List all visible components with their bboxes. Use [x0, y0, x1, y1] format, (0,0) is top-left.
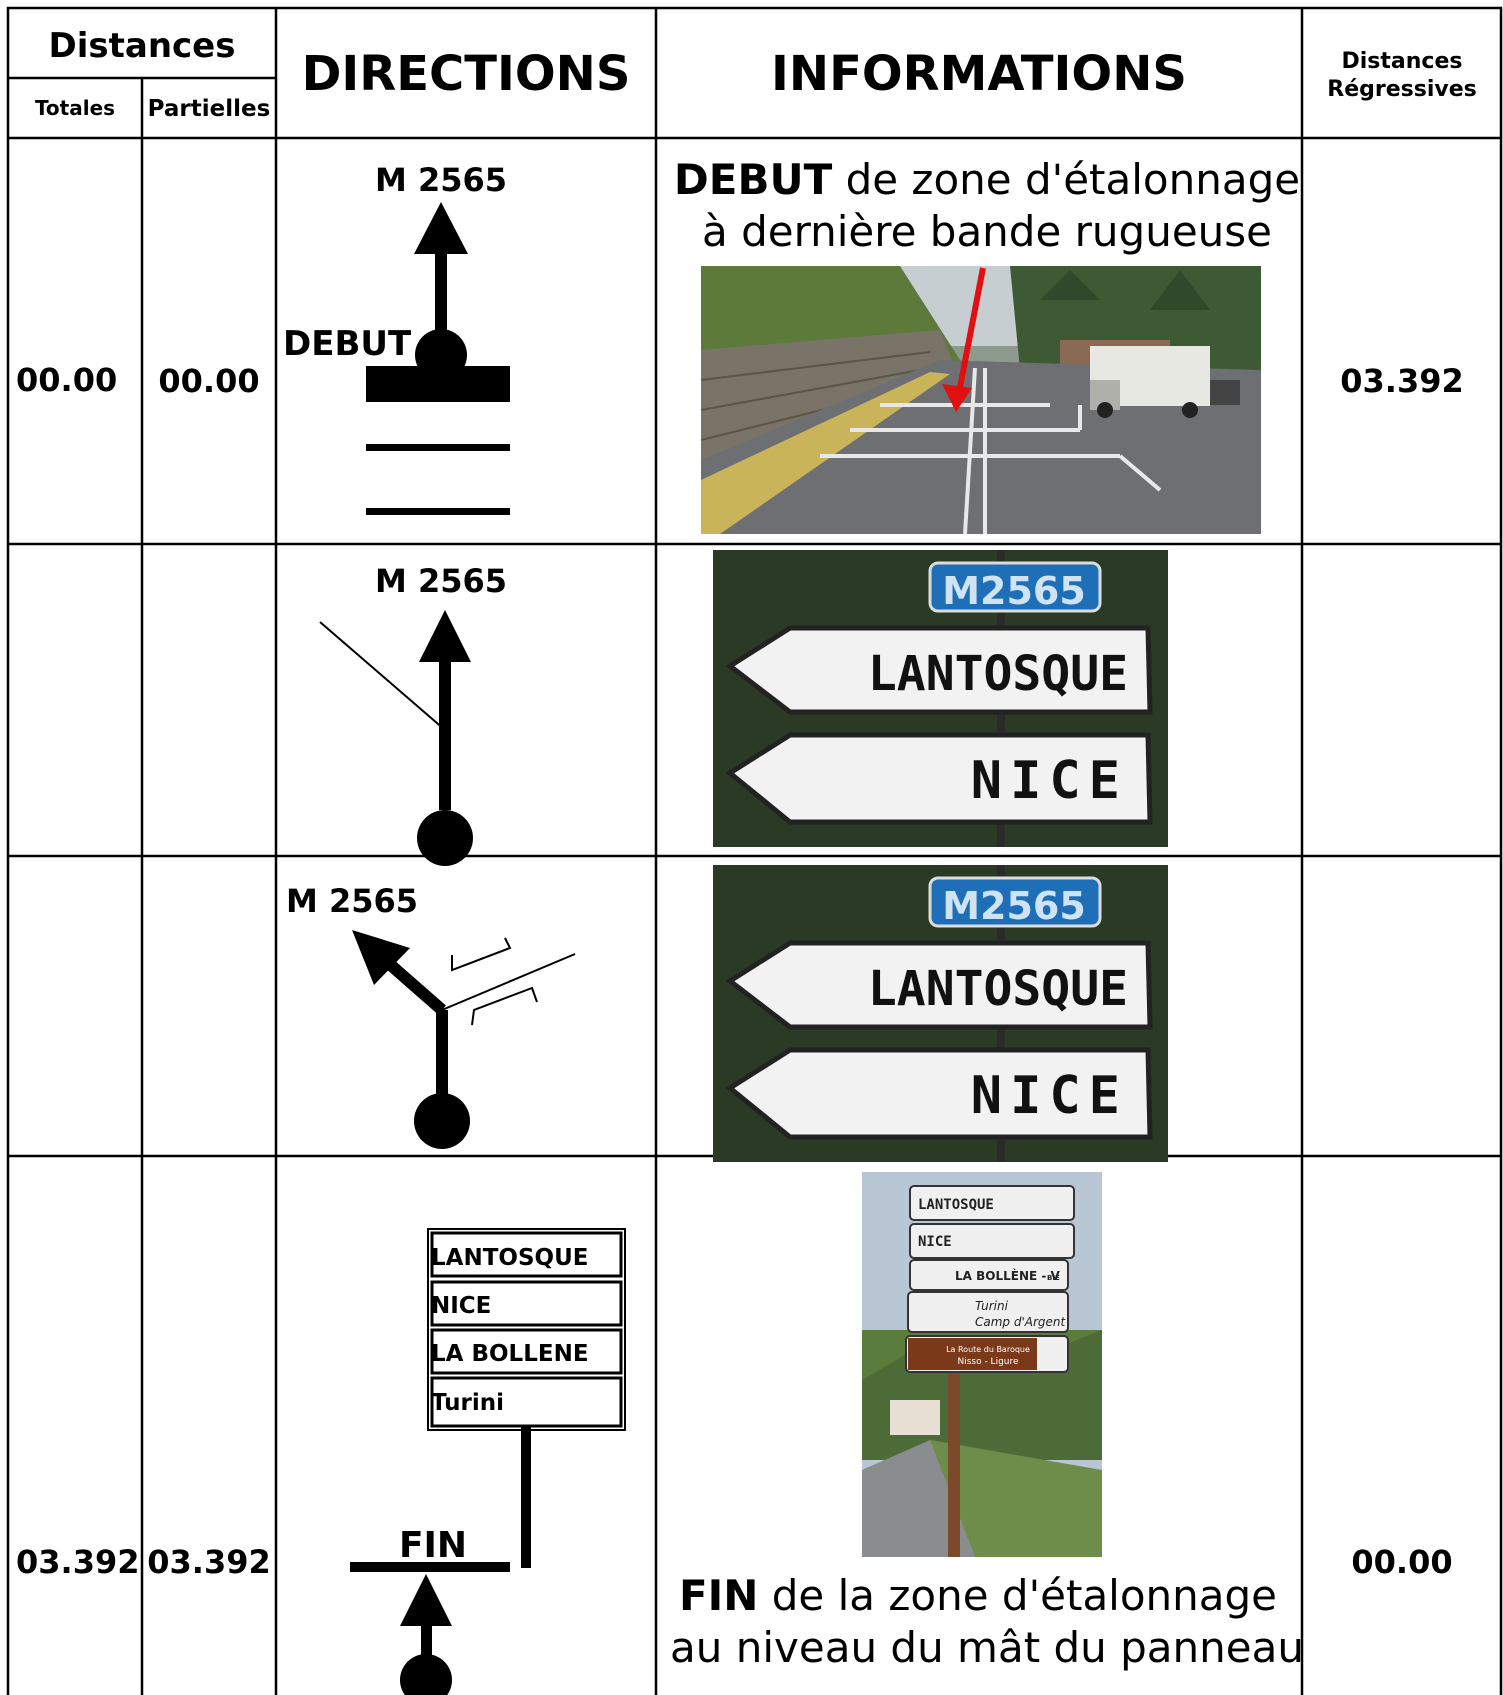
row4-panel-4: Turini	[431, 1390, 504, 1416]
row2-sign-bottom: NICE	[971, 751, 1128, 811]
row3-sign-top: LANTOSQUE	[868, 961, 1128, 1017]
header-informations: INFORMATIONS	[771, 46, 1187, 102]
row1-info-rest: de zone d'étalonnage	[832, 155, 1300, 204]
row3-road-label: M 2565	[286, 882, 418, 920]
header-distances-regressives-1: Distances	[1342, 49, 1463, 74]
row4-panel-1: LANTOSQUE	[431, 1245, 588, 1271]
row1-regressive: 03.392	[1340, 362, 1463, 400]
row4-partielle: 03.392	[147, 1543, 270, 1581]
header-distances-regressives-2: Régressives	[1327, 77, 1476, 102]
row4-photo-panel-1: LANTOSQUE	[918, 1197, 994, 1213]
row3-direction-diagram	[352, 930, 576, 1149]
row4-panel-2: NICE	[431, 1293, 491, 1319]
row2-direction-diagram	[319, 610, 473, 866]
row4-regressive: 00.00	[1351, 1543, 1452, 1581]
row4-info-line1: FIN de la zone d'étalonnage	[679, 1571, 1277, 1620]
row3-sign-road: M2565	[942, 884, 1086, 928]
header-totales: Totales	[35, 96, 115, 120]
row4-info-bold: FIN	[679, 1571, 758, 1620]
table-grid	[6, 6, 1503, 1695]
row1-info-bold: DEBUT	[674, 155, 833, 204]
row4-photo-panel-2: NICE	[918, 1234, 952, 1250]
row4-direction-diagram	[350, 1426, 531, 1695]
row2-sign-road: M2565	[942, 569, 1086, 613]
row1-marker-debut: DEBUT	[283, 324, 412, 364]
row2-road-label: M 2565	[375, 562, 507, 600]
row2-sign-photo	[713, 550, 1168, 847]
row1-totale: 00.00	[16, 361, 117, 399]
row1-road-label: M 2565	[375, 161, 507, 199]
row4-info-rest: de la zone d'étalonnage	[758, 1571, 1277, 1620]
header-partielles: Partielles	[148, 96, 271, 122]
row4-info-line2: au niveau du mât du panneau	[670, 1623, 1304, 1672]
row4-photo-panel-7: Nisso - Ligure	[957, 1357, 1019, 1367]
row4-photo-panel-3: LA BOLLÈNE - V	[955, 1268, 1061, 1283]
row1-partielle: 00.00	[158, 362, 259, 400]
row4-photo-panel-4: Turini	[975, 1299, 1009, 1313]
row4-photo-panel-5: Camp d'Argent	[975, 1315, 1067, 1329]
row4-panel-stack	[427, 1228, 626, 1431]
row1-info-line1: DEBUT de zone d'étalonnage	[674, 155, 1300, 204]
row4-photo-panel-6: La Route du Baroque	[946, 1345, 1030, 1354]
row4-totale: 03.392	[16, 1543, 139, 1581]
row4-photo-panel-3-suffix: BIE	[1047, 1274, 1060, 1282]
row4-panel-3: LA BOLLENE	[431, 1341, 589, 1367]
row1-direction-diagram	[366, 202, 510, 515]
row1-road-photo	[701, 266, 1261, 534]
row4-marker-fin: FIN	[399, 1525, 467, 1566]
header-distances: Distances	[49, 26, 236, 66]
row2-sign-top: LANTOSQUE	[868, 646, 1128, 702]
row4-signpost-photo	[862, 1172, 1102, 1557]
row3-sign-photo	[713, 865, 1168, 1162]
row3-sign-bottom: NICE	[971, 1066, 1128, 1126]
header-directions: DIRECTIONS	[302, 46, 631, 102]
row1-info-line2: à dernière bande rugueuse	[702, 207, 1272, 256]
